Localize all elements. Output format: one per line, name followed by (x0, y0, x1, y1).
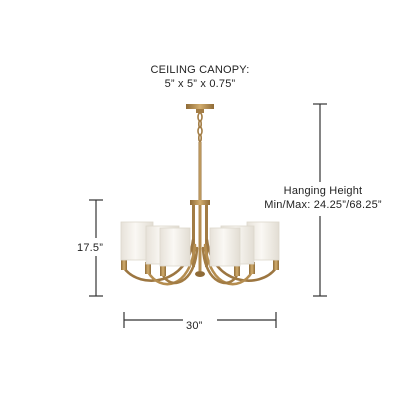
canopy-dimensions: CEILING CANOPY: 5” x 5” x 0.75” (120, 63, 280, 91)
shade-front-left (159, 227, 191, 267)
chain (197, 112, 203, 143)
center-body (190, 200, 210, 277)
hanging-height-info: Hanging Height Min/Max: 24.25”/68.25” (248, 184, 398, 212)
candle-cups (121, 258, 279, 276)
canopy-title: CEILING CANOPY: (150, 64, 250, 76)
lamp-shades (120, 221, 280, 267)
hanging-height-range: Min/Max: 24.25”/68.25” (264, 199, 382, 211)
shade-front-right (209, 227, 241, 267)
width-value: 30” (186, 320, 203, 332)
ceiling-canopy (186, 104, 214, 113)
height-value: 17.5” (77, 242, 104, 254)
hanging-height-title: Hanging Height (283, 185, 363, 197)
down-rod (198, 142, 202, 202)
canopy-dims: 5” x 5” x 0.75” (164, 78, 236, 90)
